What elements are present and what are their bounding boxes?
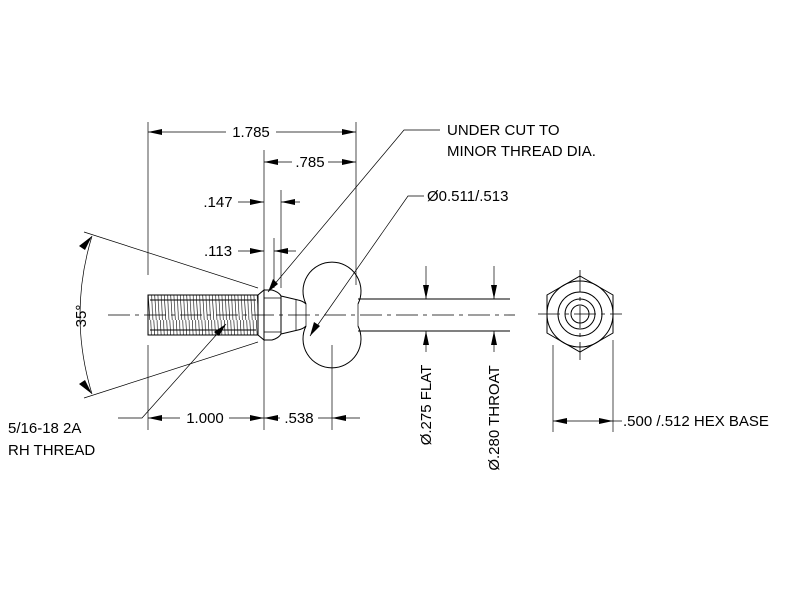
ball bbox=[302, 261, 362, 305]
dim-overall-length: 1.785 bbox=[148, 124, 356, 141]
dim-throat-dia-value: Ø.280 THROAT bbox=[486, 365, 503, 470]
threaded-shank bbox=[147, 294, 259, 336]
neck bbox=[280, 295, 307, 305]
dim-flat-dia: Ø.275 FLAT bbox=[418, 266, 435, 445]
dim-ball-offset-value: .785 bbox=[295, 154, 324, 171]
thread-note-line2: RH THREAD bbox=[8, 442, 95, 459]
dim-hex-base-value: .500 /.512 HEX BASE bbox=[623, 413, 769, 430]
undercut-note-line2: MINOR THREAD DIA. bbox=[447, 143, 596, 160]
thread-leader: 5/16-18 2A RH THREAD bbox=[8, 323, 227, 459]
undercut-leader: UNDER CUT TO MINOR THREAD DIA. bbox=[267, 122, 596, 293]
hex-end-view bbox=[538, 270, 622, 360]
dim-thread-length-value: 1.000 bbox=[186, 410, 224, 427]
dim-neck-length: .538 bbox=[264, 410, 360, 427]
dim-shoulder-b: .113 bbox=[204, 243, 296, 260]
dim-thread-length: 1.000 bbox=[148, 410, 264, 427]
dim-shoulder-b-value: .113 bbox=[204, 243, 232, 260]
ball-dia-note: Ø0.511/.513 bbox=[427, 188, 508, 205]
dim-hex-base: .500 /.512 HEX BASE bbox=[553, 413, 769, 430]
dim-overall-length-value: 1.785 bbox=[232, 124, 270, 141]
dim-shoulder-a: .147 bbox=[203, 194, 300, 211]
extension-lines bbox=[147, 122, 614, 432]
dim-angle-value: 35° bbox=[73, 305, 90, 328]
dim-shoulder-a-value: .147 bbox=[203, 194, 232, 211]
dim-ball-offset: .785 bbox=[264, 154, 356, 171]
dim-angle: 35° bbox=[73, 231, 259, 399]
ball-dia-leader: Ø0.511/.513 bbox=[309, 188, 508, 337]
dim-flat-dia-value: Ø.275 FLAT bbox=[418, 365, 435, 446]
dim-neck-length-value: .538 bbox=[284, 410, 313, 427]
part-side-view bbox=[108, 261, 515, 369]
undercut-note-line1: UNDER CUT TO bbox=[447, 122, 560, 139]
dim-throat-dia: Ø.280 THROAT bbox=[486, 266, 503, 471]
thread-note-line1: 5/16-18 2A bbox=[8, 420, 81, 437]
